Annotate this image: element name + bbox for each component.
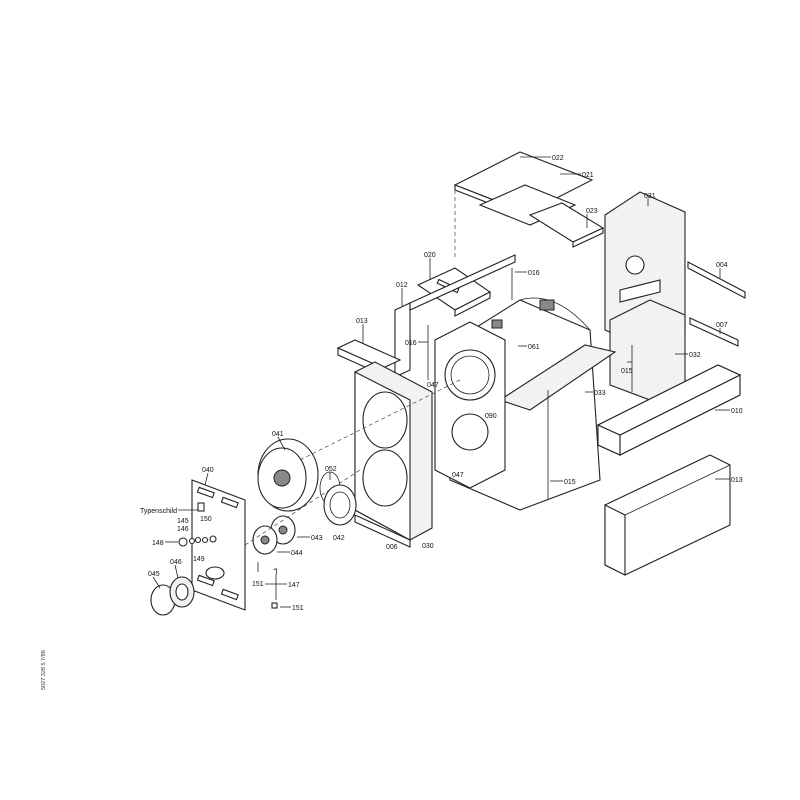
label-031: 031 — [644, 193, 656, 200]
small-parts — [150, 535, 278, 616]
burner-plate-041 — [257, 438, 319, 512]
label-146: 146 — [177, 526, 189, 533]
side-panel-013-right — [604, 454, 731, 576]
label-047b: 047 — [452, 472, 464, 479]
cover-023 — [528, 202, 605, 248]
label-016b: 016 — [405, 340, 417, 347]
label-010: 010 — [731, 408, 743, 415]
label-023: 023 — [586, 208, 598, 215]
front-panel-030 — [354, 361, 433, 541]
side-panel-010 — [596, 364, 742, 456]
label-022: 022 — [552, 155, 564, 162]
label-016: 016 — [528, 270, 540, 277]
label-030: 030 — [422, 543, 434, 550]
ring-042 — [323, 484, 357, 526]
label-043: 043 — [311, 535, 323, 542]
label-013: 013 — [356, 318, 368, 325]
label-012: 012 — [396, 282, 408, 289]
front-plate-047 — [434, 321, 506, 489]
label-032: 032 — [689, 352, 701, 359]
rail-006 — [354, 514, 411, 548]
frame-012 — [394, 254, 516, 378]
label-typenschild: Typenschild — [140, 508, 177, 515]
label-045: 045 — [148, 571, 160, 578]
rail-007 — [689, 317, 739, 347]
label-052: 052 — [325, 466, 337, 473]
label-047: 047 — [427, 382, 439, 389]
label-015b: 015 — [564, 479, 576, 486]
rod-015 — [547, 345, 633, 500]
label-015: 015 — [621, 368, 633, 375]
label-040: 040 — [202, 467, 214, 474]
drawing-code: 5027 328 5 7/86 — [41, 650, 47, 690]
label-007: 007 — [716, 322, 728, 329]
label-151b: 151 — [292, 605, 304, 612]
insulation-panel-032 — [609, 299, 686, 401]
label-061: 061 — [528, 344, 540, 351]
label-006: 006 — [386, 544, 398, 551]
label-042: 042 — [333, 535, 345, 542]
label-150: 150 — [200, 516, 212, 523]
label-004: 004 — [716, 262, 728, 269]
label-148: 148 — [152, 540, 164, 547]
label-044: 044 — [291, 550, 303, 557]
rod-016 — [427, 268, 513, 380]
label-020: 020 — [424, 252, 436, 259]
door-panel-040 — [191, 479, 246, 611]
label-041: 041 — [272, 431, 284, 438]
label-147: 147 — [288, 582, 300, 589]
leader-lines — [152, 156, 730, 608]
label-090: 090 — [485, 413, 497, 420]
rail-004 — [687, 261, 746, 299]
label-046: 046 — [170, 559, 182, 566]
label-021: 021 — [582, 172, 594, 179]
label-151: 151 — [252, 581, 264, 588]
part-labels: 022 021 023 031 020 016 012 013 004 007 … — [140, 155, 743, 612]
disc-044 — [252, 525, 278, 555]
label-145: 145 — [177, 518, 189, 525]
label-149: 149 — [193, 556, 205, 563]
label-033: 033 — [594, 390, 606, 397]
label-013b: 013 — [731, 477, 743, 484]
